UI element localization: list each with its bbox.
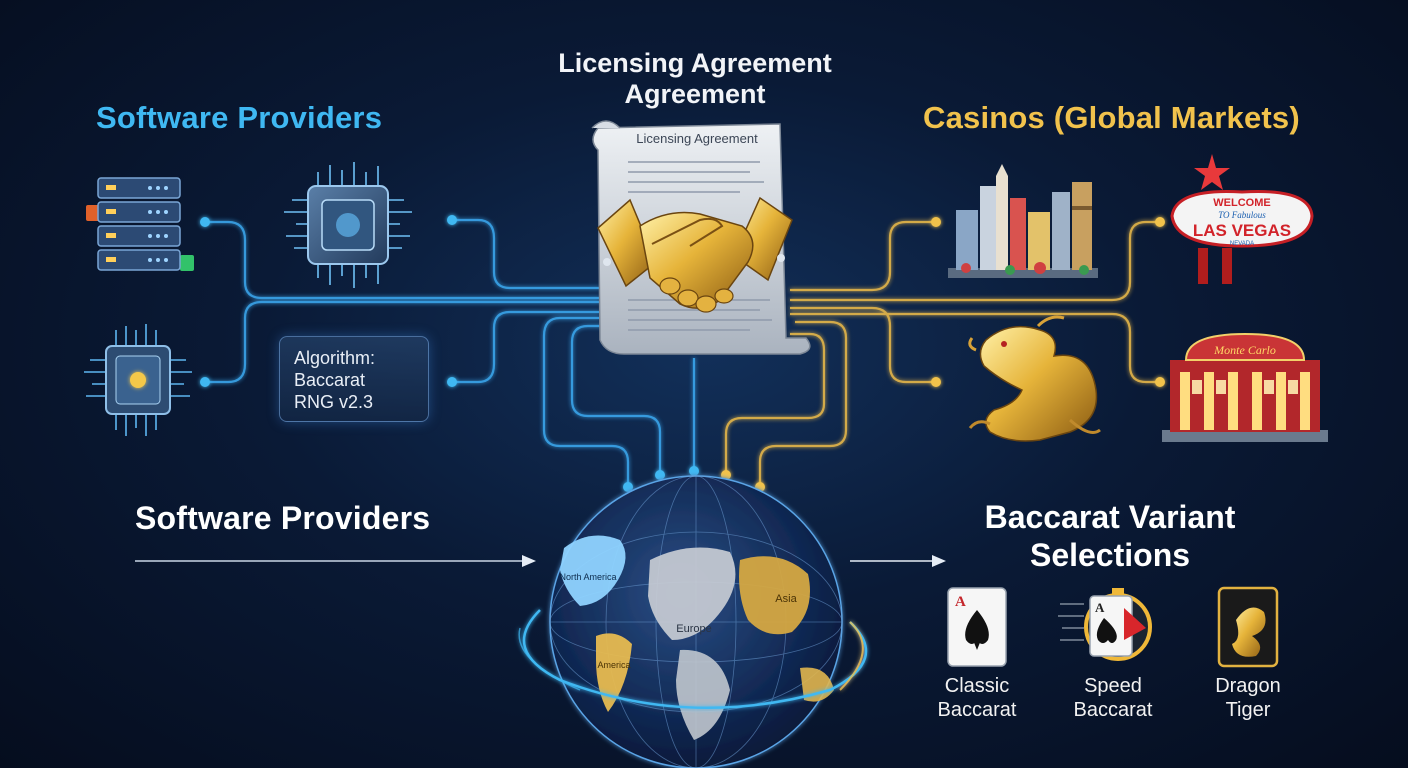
casinos-heading: Casinos (Global Markets) [923, 100, 1300, 135]
blue-connector-lines [205, 218, 696, 486]
region-label-north-america: North America [559, 572, 616, 582]
software-providers-bottom-heading: Software Providers [135, 500, 431, 536]
vegas-sign-line3: LAS VEGAS [1193, 221, 1291, 240]
speed-card-rank: A [1095, 600, 1105, 615]
software-providers-heading: Software Providers [96, 100, 383, 135]
vegas-sign-line4: NEVADA [1230, 241, 1254, 247]
variant-classic-baccarat: Classic Baccarat [912, 674, 1042, 722]
blue-connector-dots [200, 215, 699, 492]
classic-card-rank: A [955, 594, 966, 610]
variant-selections-heading: Baccarat Variant Selections [930, 498, 1290, 574]
variant-label-line2: Tiger [1225, 699, 1271, 721]
chip-icon [284, 162, 412, 288]
licensing-agreement-title: Licensing Agreement Agreement [520, 48, 870, 110]
algorithm-card: Algorithm: Baccarat RNG v2.3 [279, 336, 429, 422]
processor-chip-icon [84, 324, 192, 436]
handshake-icon [597, 196, 793, 313]
region-label-south-america: America [597, 660, 630, 670]
region-label-asia: Asia [775, 593, 797, 605]
algorithm-line1: Algorithm: [294, 348, 376, 368]
playing-card-icon: A [947, 587, 1007, 667]
golden-dragon-icon [968, 315, 1101, 442]
variant-title-line2: Selections [1029, 537, 1191, 573]
variant-title-line1: Baccarat Variant [984, 499, 1236, 535]
variant-dragon-tiger: Dragon Tiger [1183, 674, 1313, 722]
variant-label-line1: Classic [944, 675, 1010, 697]
globe-orbit-rings [518, 609, 868, 709]
vegas-sign-line2: TO Fabulous [1218, 210, 1266, 220]
dragon-card-icon [1217, 586, 1279, 668]
arrow-right-icon [135, 555, 536, 567]
city-skyline-icon [948, 164, 1098, 278]
variant-label-line1: Dragon [1215, 675, 1281, 697]
algorithm-line2: Baccarat [294, 370, 366, 390]
variant-label-line1: Speed [1084, 675, 1142, 697]
region-label-europe: Europe [676, 623, 711, 635]
variant-speed-baccarat: Speed Baccarat [1048, 674, 1178, 722]
casino-sign-text: Monte Carlo [1213, 343, 1276, 357]
gold-connector-lines [724, 220, 1160, 486]
algorithm-line3: RNG v2.3 [294, 392, 374, 412]
variant-label-line2: Baccarat [937, 699, 1017, 721]
arrow-right-icon-2 [850, 555, 946, 567]
server-rack-icon [86, 177, 194, 271]
licensing-title-line2: Agreement [624, 79, 766, 109]
globe-icon: North America Europe Asia America [549, 475, 843, 768]
stopwatch-icon: A [1058, 588, 1152, 661]
vegas-sign-line1: WELCOME [1213, 197, 1270, 209]
casino-building-icon: Monte Carlo [1162, 332, 1328, 442]
document-title: Licensing Agreement [636, 131, 758, 146]
las-vegas-sign-icon: WELCOME TO Fabulous LAS VEGAS NEVADA [1170, 154, 1314, 284]
variant-label-line2: Baccarat [1073, 699, 1153, 721]
licensing-title-line1: Licensing Agreement [558, 48, 832, 78]
